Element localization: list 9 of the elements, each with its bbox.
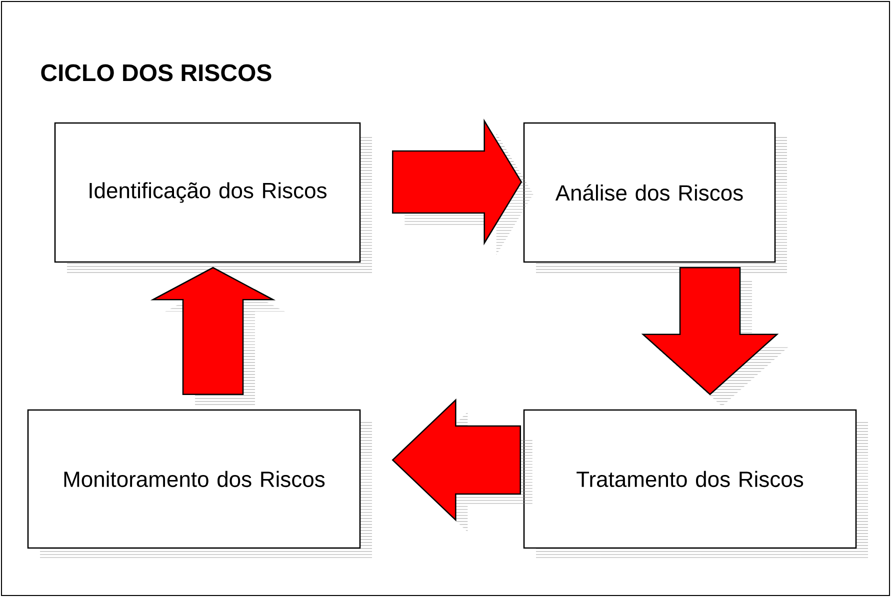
block-arrow: [392, 398, 521, 522]
process-box: Monitoramento dos Riscos: [27, 409, 361, 549]
block-arrow: [392, 118, 522, 246]
process-box: Tratamento dos Riscos: [523, 409, 857, 549]
block-arrow: [641, 267, 779, 396]
process-box: Identificação dos Riscos: [54, 122, 361, 263]
block-arrow: [150, 266, 276, 395]
title: CICLO DOS RISCOS: [41, 64, 272, 82]
process-box: Análise dos Riscos: [523, 122, 776, 263]
